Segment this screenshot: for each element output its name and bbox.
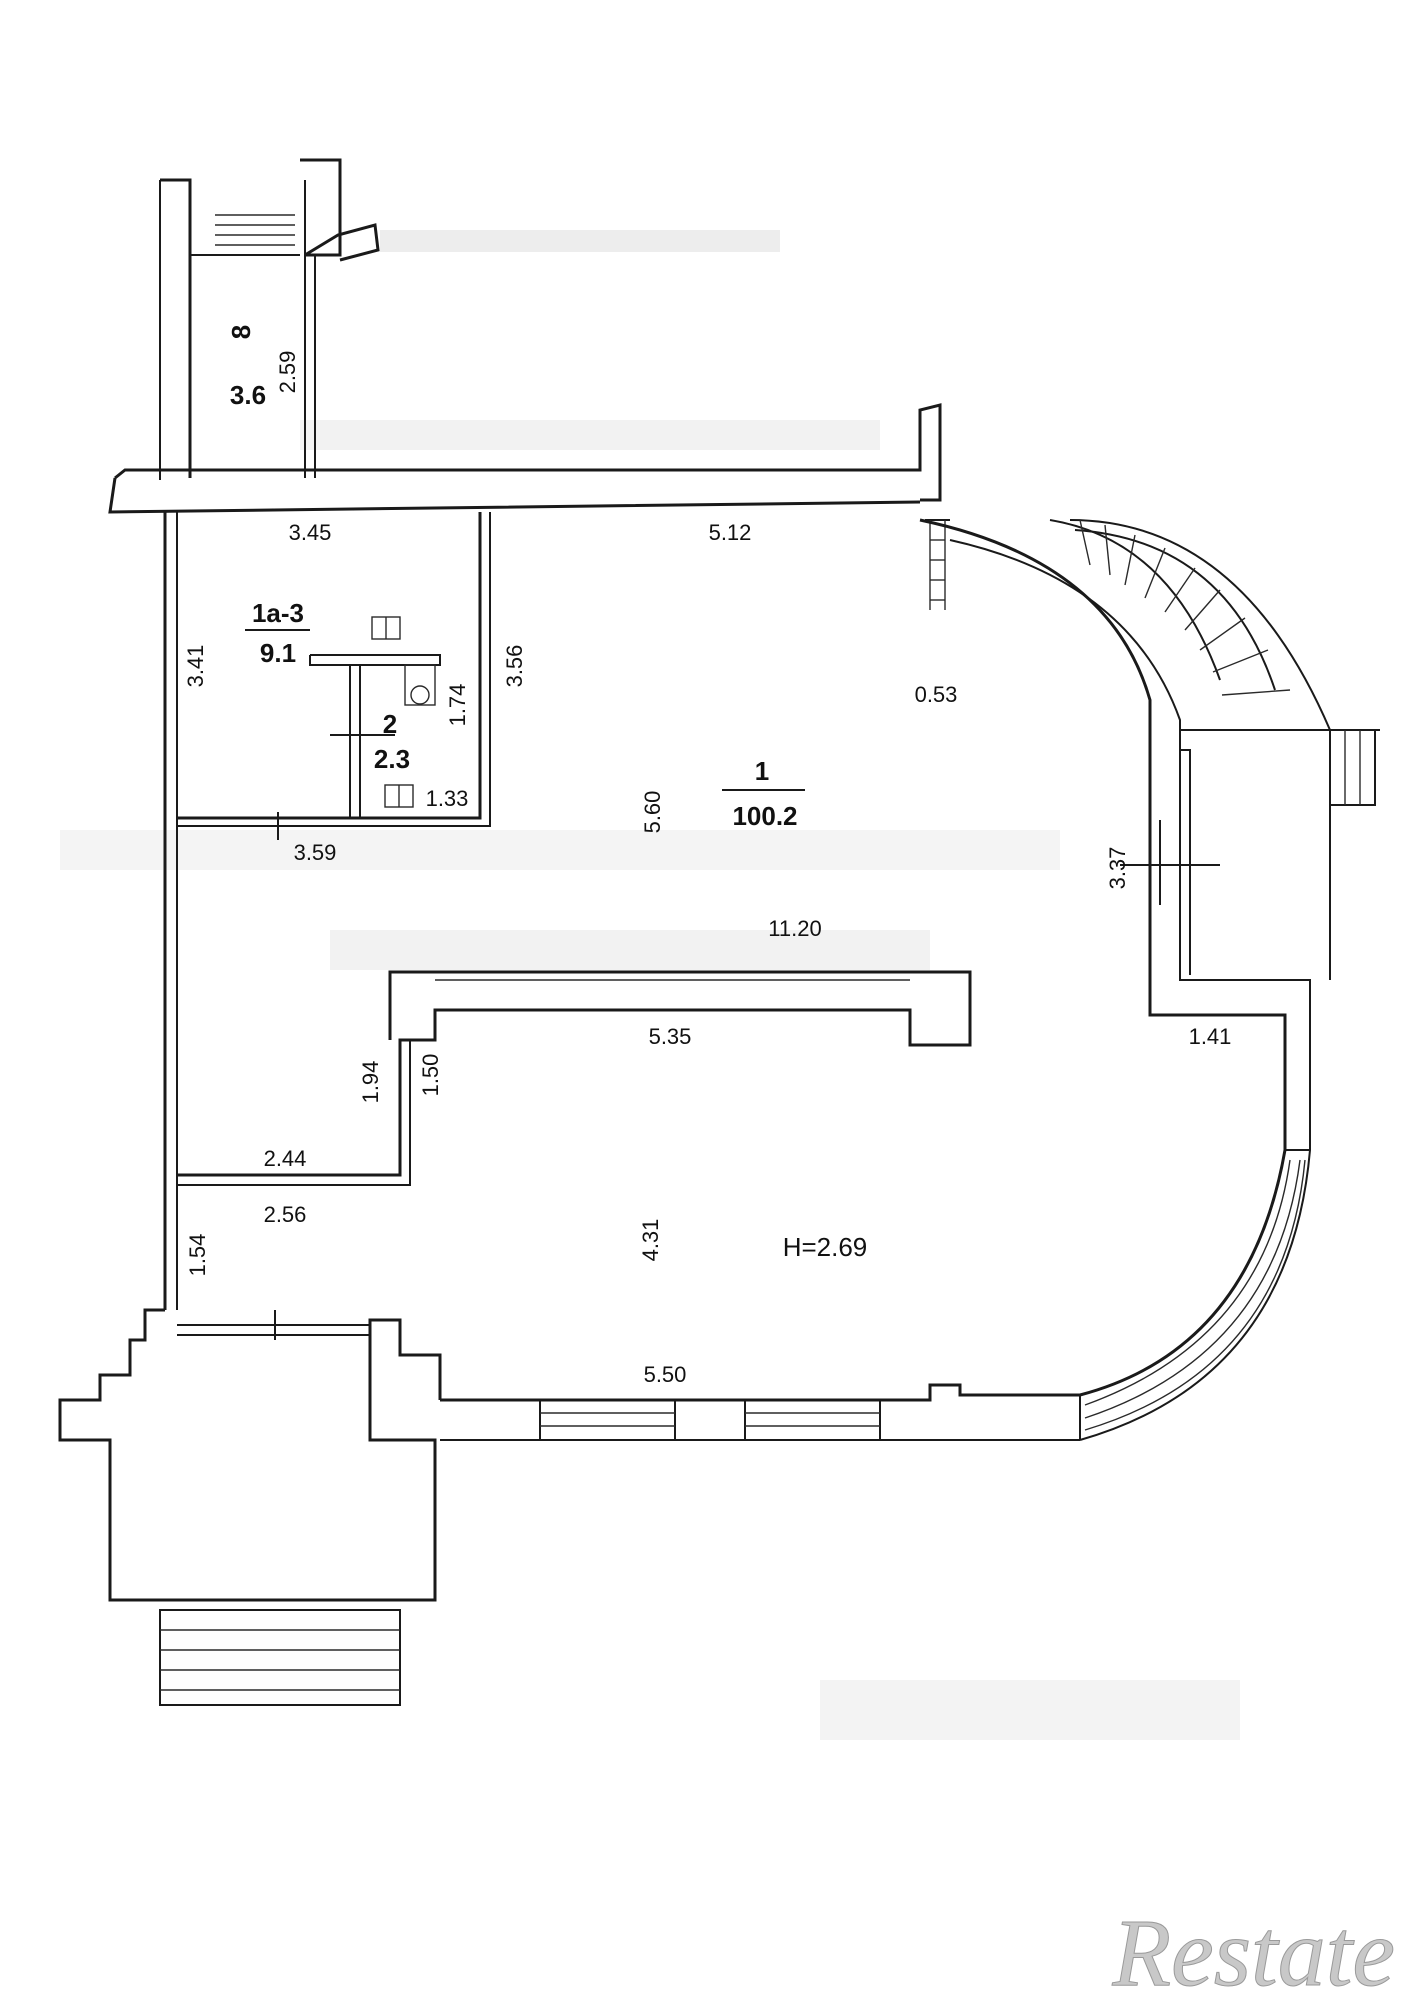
dim-3-37: 3.37 [1105, 847, 1130, 890]
dim-5-50: 5.50 [644, 1362, 687, 1387]
central-partition [177, 970, 972, 1186]
dim-1-33: 1.33 [426, 786, 469, 811]
watermark-logo: Restate [1111, 1899, 1396, 2000]
curved-wall [919, 518, 1380, 1441]
dim-5-12: 5.12 [709, 520, 752, 545]
svg-text:Restate: Restate [1111, 1899, 1395, 2000]
room-1a-3-area: 9.1 [260, 638, 296, 668]
curved-stair [1049, 519, 1331, 731]
dim-11-20: 11.20 [768, 916, 821, 941]
dim-1-54: 1.54 [185, 1234, 210, 1277]
bottom-wall [440, 1383, 1080, 1441]
room-1a-3-number: 1а-3 [252, 598, 304, 628]
entrance [58, 1308, 442, 1706]
dim-4-31: 4.31 [638, 1219, 663, 1262]
room-2-number: 2 [383, 709, 397, 739]
room-8-area: 3.6 [230, 380, 266, 410]
dim-3-41: 3.41 [183, 645, 208, 688]
room-2-area: 2.3 [374, 744, 410, 774]
room-8-walls [159, 158, 380, 480]
dim-1-74: 1.74 [445, 684, 470, 727]
room-labels: 8 3.6 1а-3 9.1 2 2.3 1 100.2 H=2.69 [226, 325, 867, 1262]
ceiling-height: H=2.69 [783, 1232, 868, 1262]
dim-3-59: 3.59 [294, 840, 337, 865]
left-wall [163, 512, 178, 1310]
dim-3-45: 3.45 [289, 520, 332, 545]
top-wall [108, 403, 950, 610]
dim-5-35: 5.35 [649, 1024, 692, 1049]
room-8-number: 8 [226, 325, 256, 339]
dim-2-59: 2.59 [275, 351, 300, 394]
dim-2-56: 2.56 [264, 1202, 307, 1227]
dim-1-50: 1.50 [418, 1054, 443, 1097]
dim-3-56: 3.56 [502, 645, 527, 688]
dim-0-53: 0.53 [915, 682, 958, 707]
dim-5-60: 5.60 [640, 791, 665, 834]
ghost-background [60, 230, 1240, 1740]
room-1a-3-walls [177, 512, 491, 840]
dimension-labels: 2.59 3.45 5.12 0.53 3.41 1.74 3.56 1.33 … [183, 351, 1231, 1387]
room-1-number: 1 [755, 756, 769, 786]
room-1-area: 100.2 [732, 801, 797, 831]
dim-1-41: 1.41 [1189, 1024, 1232, 1049]
dim-1-94: 1.94 [358, 1061, 383, 1104]
dim-2-44: 2.44 [264, 1146, 307, 1171]
